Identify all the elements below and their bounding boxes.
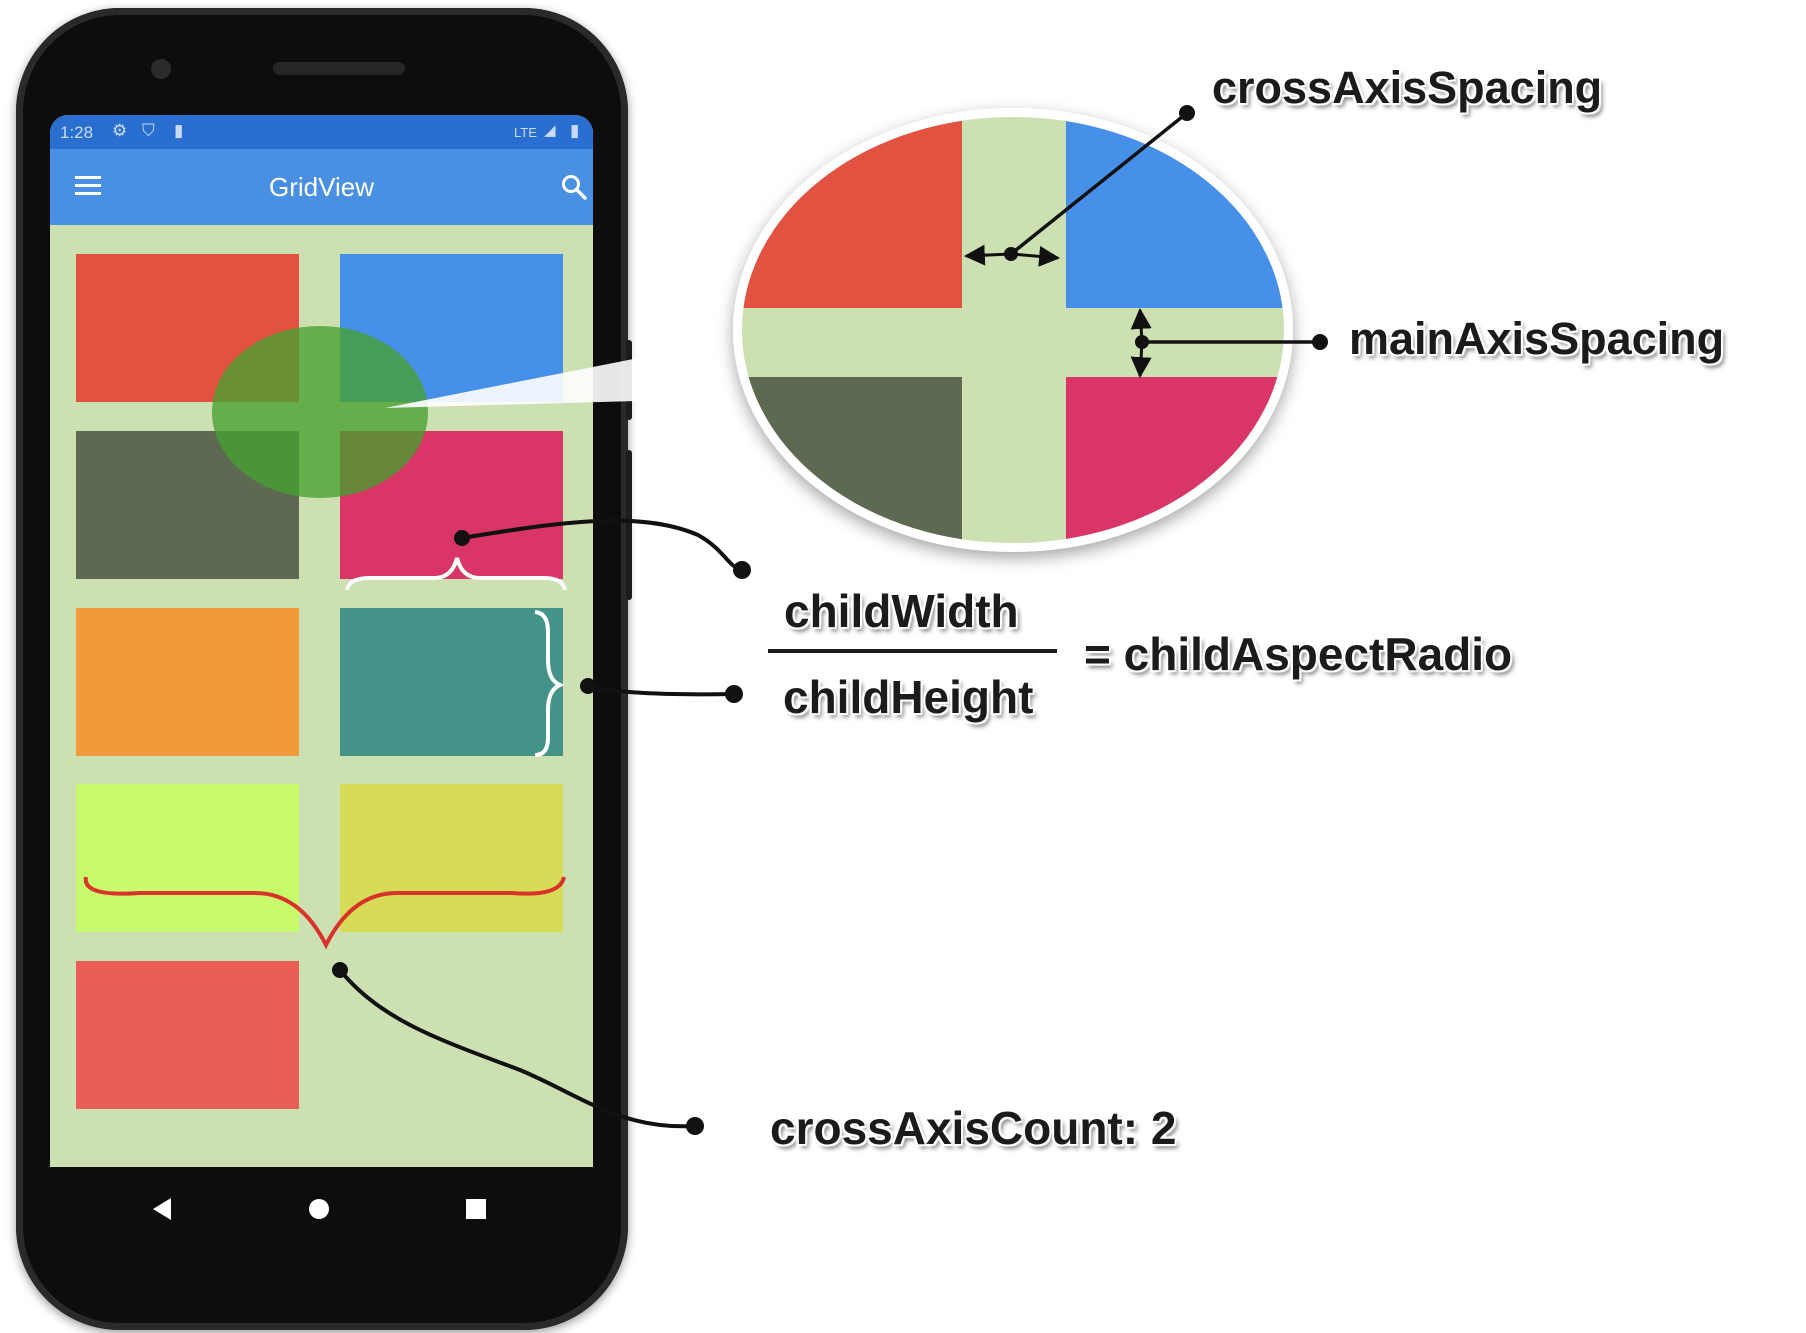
magnified-tile-red: [739, 114, 962, 308]
child-width-label: childWidth: [784, 585, 1019, 637]
network-type: LTE: [514, 125, 537, 140]
back-icon[interactable]: [153, 1198, 171, 1220]
leader-dot: [725, 685, 743, 703]
shield-icon: ⛉: [142, 121, 155, 140]
leader-dot: [1312, 334, 1328, 350]
cross-axis-count-brace: [83, 876, 566, 950]
child-height-leader: [587, 684, 735, 697]
app-bar: GridView: [50, 149, 593, 225]
leader-dot: [1135, 335, 1149, 349]
grid-tile: [76, 961, 299, 1109]
magnified-grid: [739, 114, 1287, 546]
leader-dot: [733, 561, 751, 579]
phone-screen: 1:28 ⚙ ⛉ ▮ LTE ◢ ▮ GridView: [50, 115, 593, 1167]
cross-axis-spacing-arrow: [963, 244, 1012, 266]
leader-dot: [1179, 105, 1195, 121]
volume-button: [626, 450, 632, 600]
app-title: GridView: [268, 172, 374, 202]
leader-dot: [580, 678, 596, 694]
signal-icon: ◢: [544, 122, 556, 139]
child-width-leader: [461, 518, 743, 572]
battery-icon: ▮: [570, 121, 580, 140]
front-camera: [151, 59, 171, 79]
navigation-bar: [50, 1167, 593, 1247]
hamburger-menu-icon[interactable]: [75, 176, 101, 198]
leader-dot: [332, 962, 348, 978]
status-time: 1:28: [60, 123, 94, 142]
leader-dot: [1004, 247, 1018, 261]
earpiece-speaker: [273, 62, 405, 75]
child-aspect-ratio-label: = childAspectRadio: [1084, 628, 1513, 680]
zoom-beam: [385, 338, 745, 408]
home-icon[interactable]: [309, 1199, 329, 1219]
grid-tile: [76, 608, 299, 756]
child-height-brace: [534, 610, 566, 757]
leader-dot: [454, 530, 470, 546]
recents-icon[interactable]: [466, 1199, 486, 1219]
child-width-brace: [345, 557, 567, 591]
cross-axis-count-leader: [338, 968, 696, 1129]
child-height-label: childHeight: [783, 671, 1034, 723]
leader-dot: [686, 1117, 704, 1135]
grid-tile: [340, 608, 563, 756]
sd-card-icon: ▮: [174, 121, 184, 140]
magnifier-focus-spot: [212, 326, 428, 498]
magnified-tile-blue: [1066, 114, 1287, 308]
grid-tile: [76, 784, 299, 932]
cross-axis-count-label: crossAxisCount: 2: [770, 1102, 1177, 1154]
cross-axis-spacing-arrow: [1010, 245, 1061, 267]
cross-axis-spacing-leader: [1009, 111, 1189, 256]
search-icon[interactable]: [560, 173, 588, 201]
cross-axis-spacing-label: crossAxisSpacing: [1212, 62, 1603, 113]
settings-gear-icon: ⚙: [112, 121, 128, 140]
main-axis-spacing-label: mainAxisSpacing: [1349, 313, 1725, 364]
grid-tile: [340, 784, 563, 932]
status-bar: 1:28 ⚙ ⛉ ▮ LTE ◢ ▮: [50, 115, 593, 149]
